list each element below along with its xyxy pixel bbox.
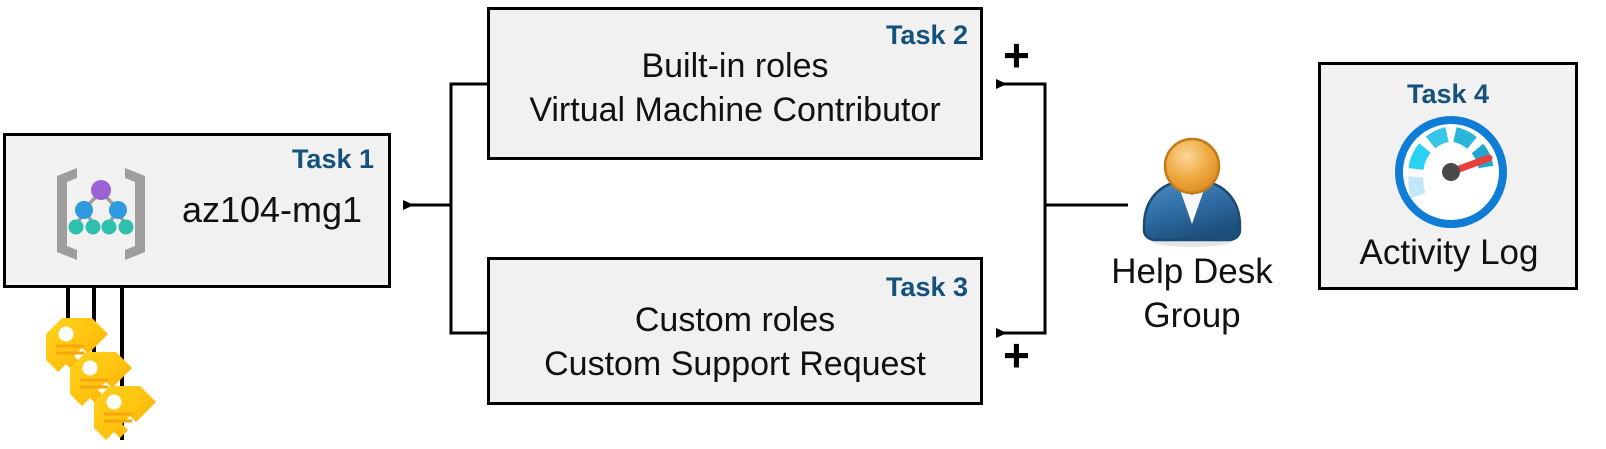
task-2-box[interactable]: Task 2 Built-in roles Virtual Machine Co… xyxy=(487,7,983,160)
task-2-text: Built-in roles Virtual Machine Contribut… xyxy=(490,44,980,132)
helpdesk-group-label: Help Desk Group xyxy=(1074,250,1310,338)
task-1-box[interactable]: Task 1 az104-mg1 xyxy=(3,133,391,288)
gauge-icon xyxy=(1395,116,1507,228)
task-4-box[interactable]: Task 4 Activity Log xyxy=(1318,62,1578,290)
keys-icon xyxy=(46,318,156,440)
task-3-line-1: Custom roles xyxy=(634,301,836,339)
task-3-line-2: Custom Support Request xyxy=(544,345,926,383)
task-4-name: Activity Log xyxy=(1359,233,1539,272)
task-1-resource-name: az104-mg1 xyxy=(181,189,363,230)
task-1-label: Task 1 xyxy=(291,144,374,174)
task-2-line-2: Virtual Machine Contributor xyxy=(529,91,941,129)
plus-icon-bottom: + xyxy=(1003,329,1030,381)
task-4-label: Task 4 xyxy=(1406,79,1490,109)
plus-icon-top: + xyxy=(1003,29,1030,81)
task-3-text: Custom roles Custom Support Request xyxy=(490,298,980,386)
user-group-icon xyxy=(1142,137,1242,247)
task-3-box[interactable]: Task 3 Custom roles Custom Support Reque… xyxy=(487,257,983,405)
task-3-label: Task 3 xyxy=(885,272,968,302)
helpdesk-line-2: Group xyxy=(1143,296,1241,335)
helpdesk-line-1: Help Desk xyxy=(1111,252,1273,291)
task-2-label: Task 2 xyxy=(885,20,968,50)
task-2-line-1: Built-in roles xyxy=(641,47,829,85)
management-group-icon xyxy=(57,168,145,260)
